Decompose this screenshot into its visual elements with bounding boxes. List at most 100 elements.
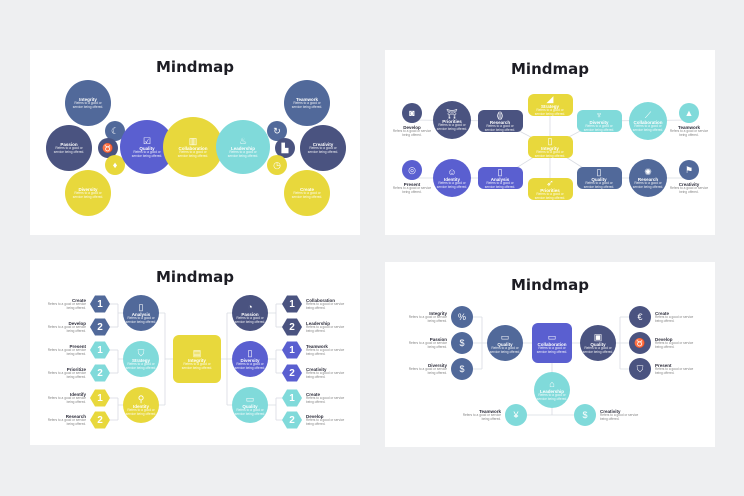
number-badge: 1 — [289, 344, 295, 356]
node-description: Refers to a good or service being offere… — [534, 107, 566, 116]
node-description: Refers to a good or service being offere… — [234, 407, 266, 416]
node-description: Refers to a good or service being offere… — [632, 180, 664, 189]
mindmap-node[interactable]: ⚑ — [679, 160, 699, 180]
node-icon: ▭ — [245, 393, 255, 404]
node-label: Diversity — [589, 119, 609, 125]
mindmap-node[interactable]: 2 — [90, 411, 110, 429]
node-description: Refers to a good or service being offere… — [131, 149, 163, 158]
node-label: Integrity — [188, 357, 206, 363]
mindmap-node[interactable]: 2 — [90, 318, 110, 336]
node-icon: ▯ — [596, 166, 602, 177]
mindmap-node[interactable]: ¥ — [505, 404, 527, 426]
node-description: Refers to a good or service being offere… — [582, 345, 614, 354]
number-badge: 1 — [97, 298, 103, 310]
mindmap-node[interactable]: ◙ — [402, 103, 422, 123]
node-description: Refers to a good or service being offere… — [484, 180, 516, 189]
node-label: Diversity — [78, 186, 98, 192]
mindmap-node[interactable]: ♉ — [629, 332, 651, 354]
caption-label: Create — [655, 311, 670, 316]
node-description: Refers to a good or service being offere… — [536, 392, 568, 401]
caption-description: Refers to a good or service being offere… — [47, 348, 86, 356]
mindmap-node[interactable]: € — [629, 306, 651, 328]
caption-description: Refers to a good or service being offere… — [408, 341, 447, 349]
mindmap-node[interactable]: 2 — [282, 318, 302, 336]
mindmap-node[interactable]: 2 — [282, 411, 302, 429]
mindmap-node[interactable]: % — [451, 306, 473, 328]
node-icon: ◔ — [247, 301, 253, 312]
mindmap-node[interactable]: ◎ — [402, 160, 422, 180]
node-label: Research — [637, 176, 659, 182]
mindmap-node[interactable]: ▲ — [679, 103, 699, 123]
node-icon: ▯ — [497, 166, 503, 177]
mindmap-node[interactable]: 1 — [90, 341, 110, 359]
slide-title: Mindmap — [511, 276, 589, 294]
mindmap-node[interactable]: 1 — [282, 295, 302, 313]
mindmap-node[interactable]: 2 — [90, 364, 110, 382]
mindmap-node[interactable]: 1 — [90, 389, 110, 407]
mindmap-node[interactable]: ◷ — [267, 155, 287, 175]
mindmap-node[interactable]: $ — [451, 358, 473, 380]
caption-description: Refers to a good or service being offere… — [392, 129, 432, 137]
mindmap-node[interactable]: 2 — [282, 364, 302, 382]
node-description: Refers to a good or service being offere… — [234, 361, 266, 370]
mindmap-node[interactable]: ▙ — [275, 138, 295, 158]
mindmap-node[interactable]: $ — [574, 404, 596, 426]
mindmap-node[interactable]: ♉ — [98, 138, 118, 158]
node-label: Quality — [497, 341, 513, 347]
mindmap-node[interactable]: $ — [451, 332, 473, 354]
mindmap-node[interactable]: ⛉ — [629, 358, 651, 380]
mindmap-node[interactable]: ☾ — [105, 121, 125, 141]
mindmap-node[interactable]: 1 — [282, 341, 302, 359]
node-icon: ♉ — [102, 143, 114, 153]
mindmap-node[interactable]: 1 — [282, 389, 302, 407]
caption-description: Refers to a good or service being offere… — [669, 186, 709, 194]
node-icon: ↻ — [273, 126, 281, 136]
slide-title: Mindmap — [511, 60, 589, 78]
caption-label: Develop — [306, 414, 324, 419]
mindmap-node[interactable]: ↻ — [267, 121, 287, 141]
caption-label: Present — [69, 344, 86, 349]
mindmap-node[interactable]: 1 — [90, 295, 110, 313]
caption-label: Prioritize — [66, 367, 86, 372]
mindmap-node[interactable]: ♦ — [105, 155, 125, 175]
